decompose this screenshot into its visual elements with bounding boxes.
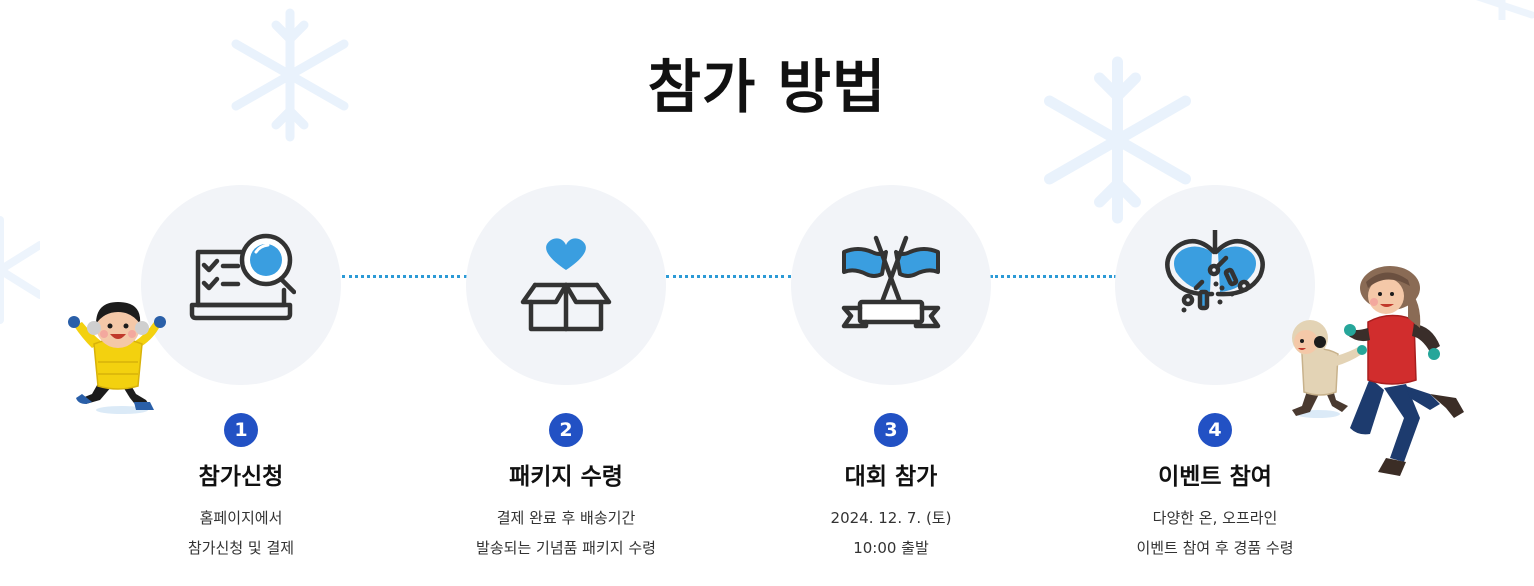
step-number-badge: 2 — [549, 413, 583, 447]
step-description: 결제 완료 후 배송기간 발송되는 기념품 패키지 수령 — [436, 503, 696, 563]
step-title: 이벤트 참여 — [1158, 464, 1272, 490]
step-icon-circle — [791, 185, 991, 385]
page-title: 참가 방법 — [647, 53, 887, 121]
step-4: 4 이벤트 참여 다양한 온, 오프라인 이벤트 참여 후 경품 수령 — [1085, 185, 1345, 563]
step-description-line: 10:00 출발 — [853, 539, 929, 557]
step-connector — [990, 275, 1117, 278]
step-number-badge: 3 — [874, 413, 908, 447]
gift-box-heart-icon — [520, 238, 612, 332]
step-3: 3 대회 참가 2024. 12. 7. (토) 10:00 출발 — [761, 185, 1021, 563]
step-icon-circle — [141, 185, 341, 385]
snowflake-icon — [1044, 56, 1191, 224]
step-description-line: 이벤트 참여 후 경품 수령 — [1136, 539, 1294, 557]
step-title: 패키지 수령 — [509, 464, 623, 490]
child-yellow-jacket-illustration — [68, 302, 166, 414]
step-1: 1 참가신청 홈페이지에서 참가신청 및 결제 — [111, 185, 371, 563]
laptop-search-icon — [189, 233, 296, 321]
step-connector — [666, 275, 791, 278]
step-2: 2 패키지 수령 결제 완료 후 배송기간 발송되는 기념품 패키지 수령 — [436, 185, 696, 563]
step-description: 다양한 온, 오프라인 이벤트 참여 후 경품 수령 — [1085, 503, 1345, 563]
step-icon-circle — [466, 185, 666, 385]
step-description-line: 2024. 12. 7. (토) — [830, 509, 952, 527]
step-number-badge: 4 — [1198, 413, 1232, 447]
step-description-line: 다양한 온, 오프라인 — [1152, 509, 1278, 527]
step-description: 홈페이지에서 참가신청 및 결제 — [111, 503, 371, 563]
snowflake-icon — [1475, 0, 1534, 20]
step-title: 대회 참가 — [844, 464, 938, 490]
step-description-line: 참가신청 및 결제 — [187, 539, 295, 557]
step-title: 참가신청 — [198, 464, 284, 490]
children-running-illustration — [1292, 266, 1464, 476]
step-description-line: 결제 완료 후 배송기간 — [496, 509, 636, 527]
snowflake-icon — [231, 8, 349, 142]
step-number-badge: 1 — [224, 413, 258, 447]
snowflake-icon — [0, 216, 40, 324]
step-description-line: 발송되는 기념품 패키지 수령 — [476, 539, 656, 557]
step-connector — [342, 275, 467, 278]
finish-flags-icon — [841, 235, 941, 329]
lucky-pouch-icon — [1165, 230, 1265, 313]
step-description: 2024. 12. 7. (토) 10:00 출발 — [761, 503, 1021, 563]
step-icon-circle — [1115, 185, 1315, 385]
step-description-line: 홈페이지에서 — [199, 509, 283, 527]
